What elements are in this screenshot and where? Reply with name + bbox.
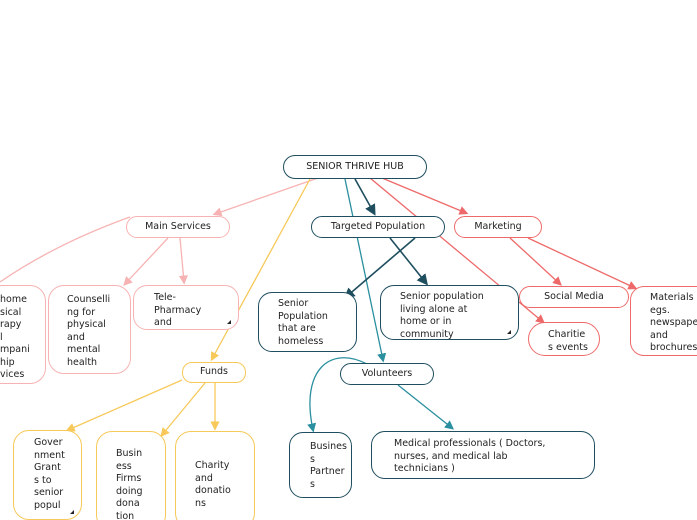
node-social-media[interactable]: Social Media bbox=[519, 286, 629, 308]
link-main-services-counselling bbox=[123, 237, 169, 286]
link-main-services-tele-pharmacy bbox=[178, 237, 188, 285]
node-main-services[interactable]: Main Services bbox=[126, 216, 230, 238]
node-business-partners[interactable]: Busines s Partner s bbox=[289, 432, 352, 498]
link-marketing-materials bbox=[527, 237, 638, 290]
node-targeted-population[interactable]: Targeted Population bbox=[311, 216, 445, 238]
node-home-physical-therapy-label: home sical rapy l mpani hip vices bbox=[0, 294, 30, 380]
link-marketing-social-media bbox=[509, 237, 562, 286]
node-senior-alone[interactable]: Senior population living alone at home o… bbox=[380, 285, 519, 340]
node-charities-events-label: Charitie s events bbox=[548, 329, 588, 353]
node-counselling-label: Counselli ng for physical and mental hea… bbox=[67, 294, 111, 368]
node-volunteers[interactable]: Volunteers bbox=[340, 363, 434, 385]
node-senior-homeless[interactable]: Senior Population that are homeless bbox=[258, 292, 357, 352]
node-funds[interactable]: Funds bbox=[182, 362, 246, 383]
node-charity-donations-label: Charity and donatio ns bbox=[195, 460, 231, 509]
node-targeted-population-label: Targeted Population bbox=[330, 220, 426, 232]
node-senior-homeless-label: Senior Population that are homeless bbox=[278, 298, 328, 347]
link-targeted-homeless bbox=[343, 237, 416, 300]
node-materials-label: Materials egs. newspape and brochures bbox=[650, 292, 697, 353]
node-business-partners-label: Busines s Partner s bbox=[310, 441, 347, 490]
collapse-toggle-icon[interactable] bbox=[227, 320, 231, 324]
node-tele-pharmacy-label: Tele- Pharmacy and bbox=[154, 292, 202, 328]
link-root-main-services bbox=[212, 177, 319, 217]
node-social-media-label: Social Media bbox=[544, 290, 604, 302]
collapse-toggle-icon[interactable] bbox=[70, 510, 74, 514]
node-medical-professionals[interactable]: Medical professionals ( Doctors, nurses,… bbox=[371, 431, 595, 479]
node-senior-alone-label: Senior population living alone at home o… bbox=[400, 291, 484, 340]
node-home-physical-therapy[interactable]: home sical rapy l mpani hip vices bbox=[0, 285, 46, 384]
node-government-grants-label: Gover nment Grant s to senior popul bbox=[34, 437, 65, 511]
link-root-marketing bbox=[381, 177, 469, 215]
node-funds-label: Funds bbox=[200, 366, 228, 378]
link-funds-business bbox=[160, 382, 206, 438]
node-marketing-label: Marketing bbox=[474, 220, 522, 232]
node-business-firms-label: Busin ess Firms doing dona tion bbox=[116, 448, 143, 520]
node-marketing[interactable]: Marketing bbox=[454, 216, 542, 238]
link-volunteers-business-partners bbox=[307, 357, 368, 433]
link-targeted-alone bbox=[389, 237, 428, 286]
node-charities-events[interactable]: Charitie s events bbox=[528, 322, 600, 356]
node-root[interactable]: SENIOR THRIVE HUB bbox=[283, 155, 427, 179]
link-volunteers-medical bbox=[397, 384, 455, 430]
node-main-services-label: Main Services bbox=[145, 220, 211, 232]
link-root-volunteers bbox=[344, 178, 387, 363]
node-charity-donations[interactable]: Charity and donatio ns bbox=[175, 431, 255, 520]
node-medical-professionals-label: Medical professionals ( Doctors, nurses,… bbox=[394, 438, 546, 474]
node-tele-pharmacy[interactable]: Tele- Pharmacy and bbox=[133, 285, 239, 330]
node-volunteers-label: Volunteers bbox=[361, 367, 413, 379]
node-government-grants[interactable]: Gover nment Grant s to senior popul bbox=[13, 430, 82, 520]
node-business-firms[interactable]: Busin ess Firms doing dona tion bbox=[96, 431, 166, 520]
node-materials[interactable]: Materials egs. newspape and brochures bbox=[630, 286, 697, 356]
link-funds-government bbox=[65, 379, 183, 432]
node-counselling[interactable]: Counselli ng for physical and mental hea… bbox=[48, 285, 131, 374]
node-root-label: SENIOR THRIVE HUB bbox=[306, 160, 404, 172]
collapse-toggle-icon[interactable] bbox=[507, 330, 511, 334]
link-root-targeted-population bbox=[354, 178, 376, 216]
link-main-services-home-therapy bbox=[0, 216, 131, 283]
